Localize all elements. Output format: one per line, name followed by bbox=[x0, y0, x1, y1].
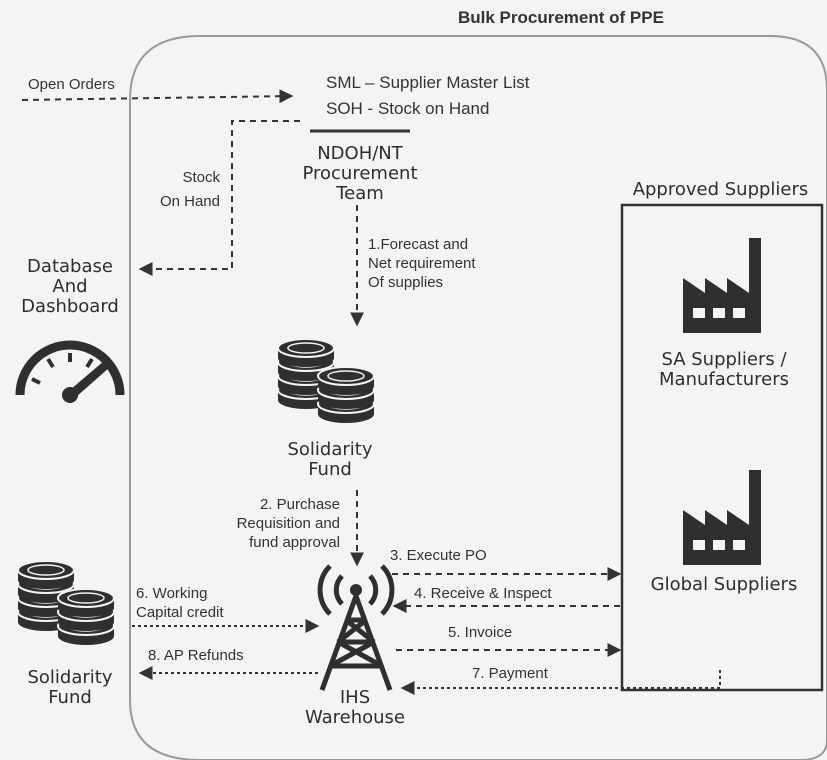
solidarity-fund-center-label: Solidarity Fund bbox=[287, 439, 373, 480]
open-orders-arrow bbox=[21, 89, 294, 104]
payment-label: 7. Payment bbox=[472, 665, 548, 682]
procurement-team-label: NDOH/NT Procurement Team bbox=[302, 143, 418, 204]
coin-stack-icon bbox=[278, 339, 374, 423]
speedometer-icon bbox=[15, 340, 125, 403]
diagram-title: Bulk Procurement of PPE bbox=[458, 8, 664, 27]
forecast-label: 1.Forecast and Net requirement Of suppli… bbox=[368, 236, 476, 291]
approved-suppliers-box bbox=[620, 203, 824, 692]
open-orders-label: Open Orders bbox=[28, 76, 115, 93]
receive-inspect-label: 4. Receive & Inspect bbox=[414, 585, 552, 602]
global-suppliers-label: Global Suppliers bbox=[650, 574, 798, 595]
solidarity-fund-left-label: Solidarity Fund bbox=[27, 667, 113, 708]
sa-suppliers-label: SA Suppliers / Manufacturers bbox=[659, 349, 789, 390]
radio-tower-icon bbox=[317, 564, 395, 691]
approved-suppliers-label: Approved Suppliers bbox=[632, 179, 809, 200]
purchase-requisition-label: 2. Purchase Requisition and fund approva… bbox=[236, 496, 340, 551]
working-capital-label: 6. Working Capital credit bbox=[136, 585, 224, 621]
database-dashboard-label: Database And Dashboard bbox=[21, 256, 119, 317]
stock-on-hand-arrow bbox=[138, 120, 300, 276]
sml-label: SML – Supplier Master List bbox=[326, 73, 530, 92]
coin-stack-icon bbox=[18, 561, 114, 645]
ihs-warehouse-label: IHS Warehouse bbox=[304, 687, 406, 728]
invoice-label: 5. Invoice bbox=[448, 624, 513, 641]
ap-refunds-label: 8. AP Refunds bbox=[148, 647, 244, 664]
factory-icon bbox=[683, 470, 761, 565]
factory-icon bbox=[683, 238, 761, 333]
payment-arrow bbox=[400, 670, 721, 695]
soh-label: SOH - Stock on Hand bbox=[326, 99, 490, 118]
stock-on-hand-label: Stock On Hand bbox=[159, 169, 220, 210]
execute-po-label: 3. Execute PO bbox=[390, 547, 487, 564]
